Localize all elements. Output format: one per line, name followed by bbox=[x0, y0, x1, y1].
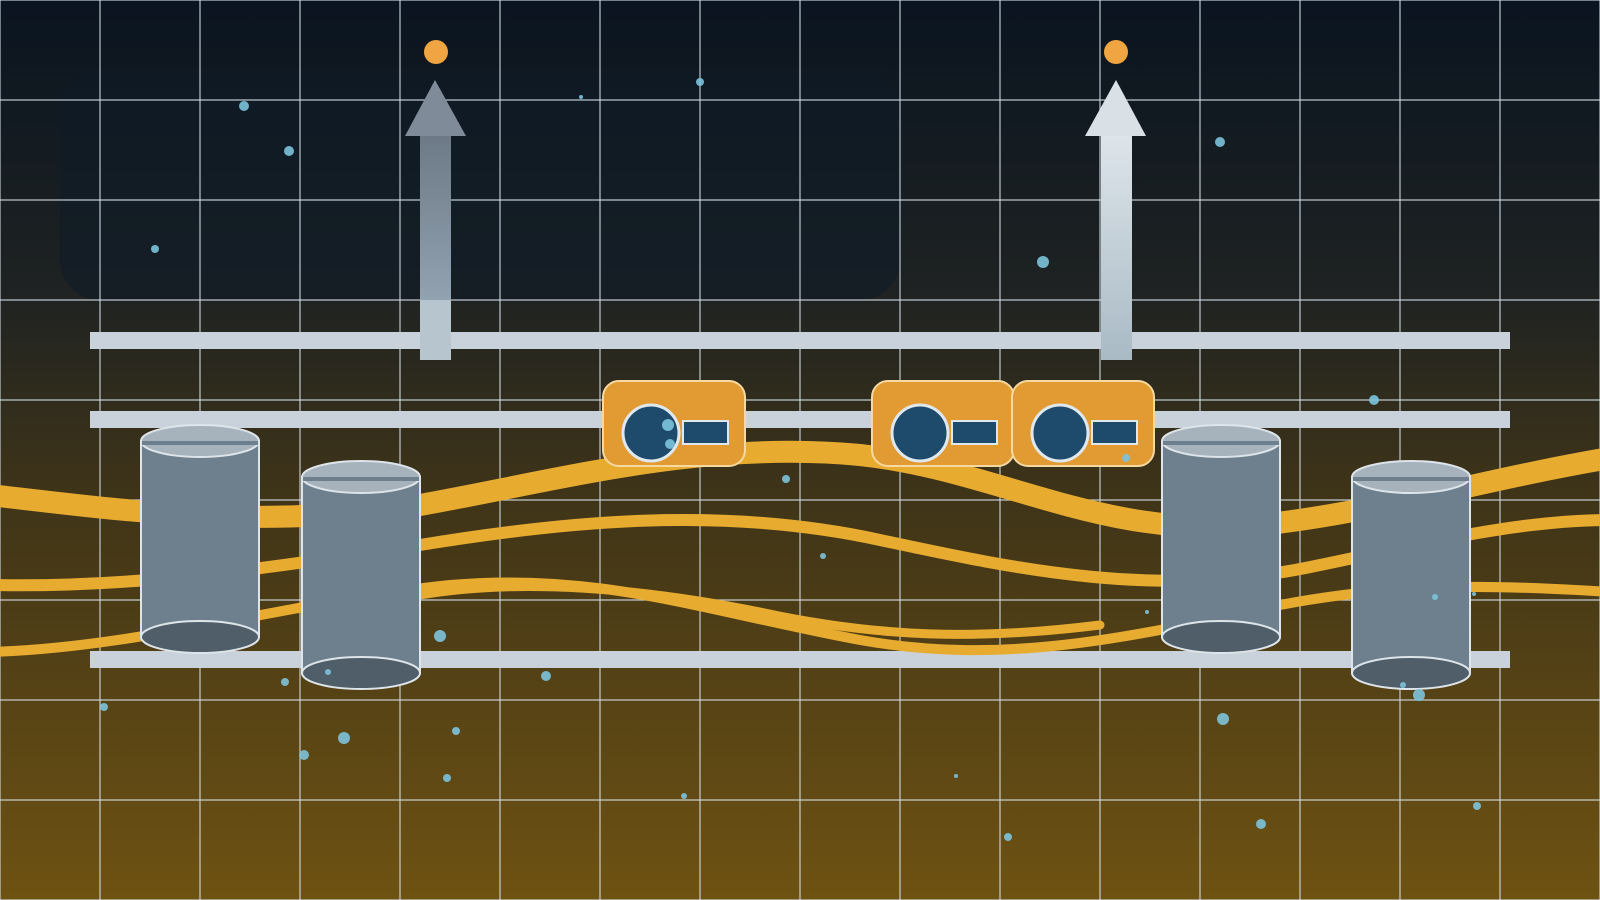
particle-icon bbox=[1145, 610, 1149, 614]
particle-icon bbox=[239, 101, 249, 111]
particle-icon bbox=[1413, 689, 1425, 701]
particle-icon bbox=[954, 774, 958, 778]
processing-module-icon bbox=[1011, 380, 1155, 467]
processing-module-icon bbox=[871, 380, 1015, 467]
particle-icon bbox=[1432, 594, 1438, 600]
particle-icon bbox=[1037, 256, 1049, 268]
particle-icon bbox=[284, 146, 294, 156]
middle-rail bbox=[90, 411, 1510, 428]
backdrop-panel bbox=[60, 70, 900, 300]
lower-rail bbox=[90, 651, 1510, 668]
particle-icon bbox=[820, 553, 826, 559]
particle-icon bbox=[782, 475, 790, 483]
particle-icon bbox=[579, 95, 583, 99]
cylinder-tank-icon bbox=[1351, 460, 1471, 690]
cylinder-tank-icon bbox=[140, 424, 260, 654]
stream-1 bbox=[0, 440, 1600, 539]
particle-icon bbox=[281, 678, 289, 686]
indicator-dot-icon bbox=[424, 40, 448, 64]
exhaust-arrow-icon bbox=[1085, 80, 1146, 360]
particle-icon bbox=[541, 671, 551, 681]
particle-icon bbox=[338, 732, 350, 744]
particle-icon bbox=[1256, 819, 1266, 829]
indicator-dot-icon bbox=[1104, 40, 1128, 64]
cylinder-tank-icon bbox=[1161, 424, 1281, 654]
particle-icon bbox=[696, 78, 704, 86]
exhaust-arrows bbox=[405, 40, 1146, 360]
particle-icon bbox=[1215, 137, 1225, 147]
particle-icon bbox=[1369, 395, 1379, 405]
particles bbox=[100, 78, 1481, 841]
particle-icon bbox=[100, 703, 108, 711]
particle-icon bbox=[1004, 833, 1012, 841]
processing-modules bbox=[602, 380, 1155, 467]
particle-icon bbox=[325, 669, 331, 675]
processing-module-icon bbox=[602, 380, 746, 467]
particle-icon bbox=[443, 774, 451, 782]
particle-icon bbox=[1400, 682, 1406, 688]
cylinder-tanks bbox=[140, 424, 1471, 690]
exhaust-arrow-icon bbox=[405, 80, 466, 360]
particle-icon bbox=[1122, 454, 1130, 462]
particle-icon bbox=[681, 793, 687, 799]
particle-icon bbox=[434, 630, 446, 642]
stream-4 bbox=[415, 582, 1105, 639]
particle-icon bbox=[662, 419, 674, 431]
cylinder-tank-icon bbox=[301, 460, 421, 690]
particle-icon bbox=[1472, 592, 1476, 596]
particle-icon bbox=[665, 439, 675, 449]
particle-icon bbox=[1473, 802, 1481, 810]
upper-rail bbox=[90, 332, 1510, 349]
particle-icon bbox=[299, 750, 309, 760]
particle-icon bbox=[452, 727, 460, 735]
particle-icon bbox=[1217, 713, 1229, 725]
particle-icon bbox=[151, 245, 159, 253]
